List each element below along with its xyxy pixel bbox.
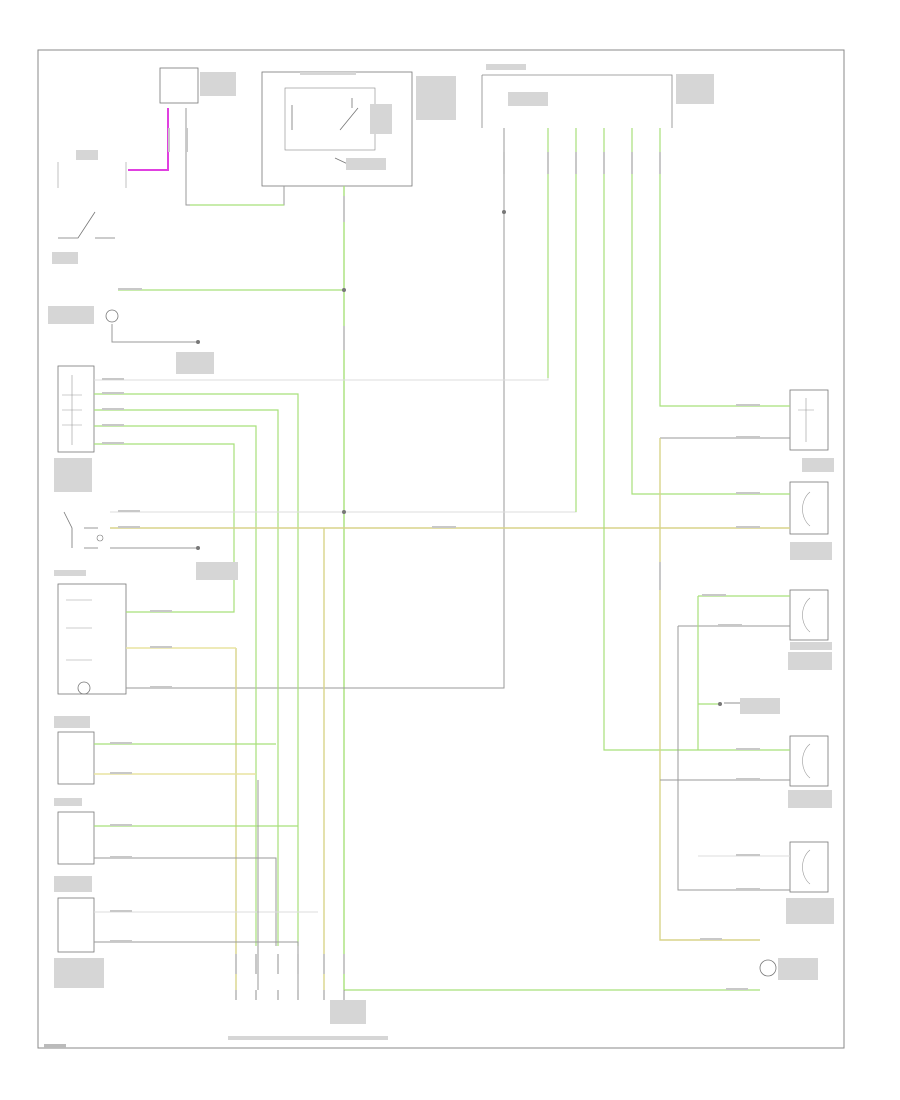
wire-panel-light-gray [111, 324, 196, 343]
splice-right [718, 702, 722, 706]
panel-light-bulb [105, 309, 119, 323]
splice-2 [342, 510, 346, 514]
tail-lamp-bracket [57, 162, 127, 188]
page-code-mark [44, 1044, 66, 1048]
sensor-right-5 [789, 841, 829, 893]
wire-pink [128, 108, 169, 171]
sensor-right-4 [789, 735, 829, 787]
overdrive-box [57, 731, 95, 785]
wire-pcm-3 [603, 128, 790, 751]
instrument-cluster-box [57, 365, 95, 453]
wire-tail-gray [94, 857, 277, 946]
tail-light-box [57, 811, 95, 865]
splice-3 [502, 210, 506, 214]
wire-right-sensor3-gray [677, 625, 790, 891]
sensor-right-1 [789, 389, 829, 451]
switch-panel-switch [63, 511, 98, 549]
engine-light-box [57, 897, 95, 953]
diagram-frame [37, 49, 845, 1049]
wire-ic-4 [94, 425, 257, 946]
ground-2 [196, 546, 200, 550]
wire-eng-gray [94, 941, 299, 990]
pcm-bracket [481, 74, 673, 128]
wire-pcm-gray-trunk [126, 128, 505, 689]
wire-pcm-4 [631, 128, 790, 495]
splice-1 [342, 288, 346, 292]
transaxle-range-detail [66, 599, 92, 661]
switch-panel-contact [96, 534, 104, 542]
wire-code-marks [168, 128, 661, 974]
wire-pcm-5 [659, 128, 790, 407]
transaxle-bulb [77, 681, 91, 695]
wire-ic-2 [94, 393, 299, 946]
bottom-connector-pins [235, 990, 345, 1000]
fuse-block-box [159, 67, 199, 104]
tail-lamp-switch [58, 211, 115, 239]
label-marks [48, 64, 834, 1040]
lamp-bottom-right [759, 959, 777, 977]
horizontal-code-marks [102, 288, 760, 990]
relay-inner-box [284, 87, 376, 151]
transaxle-range-box [57, 583, 127, 695]
wire-right-trunk-yellow [659, 438, 760, 941]
wire-ic-3 [94, 409, 279, 946]
instrument-cluster-pins [62, 375, 82, 445]
relay-switch-contact [339, 98, 359, 131]
ground-1 [196, 340, 200, 344]
wire-ic-1 [94, 150, 549, 381]
sensor-right-3 [789, 589, 829, 641]
wire-right-sensor4-green [697, 596, 720, 750]
wire-fuse-gray [185, 108, 285, 206]
sensor-right-2 [789, 481, 829, 535]
